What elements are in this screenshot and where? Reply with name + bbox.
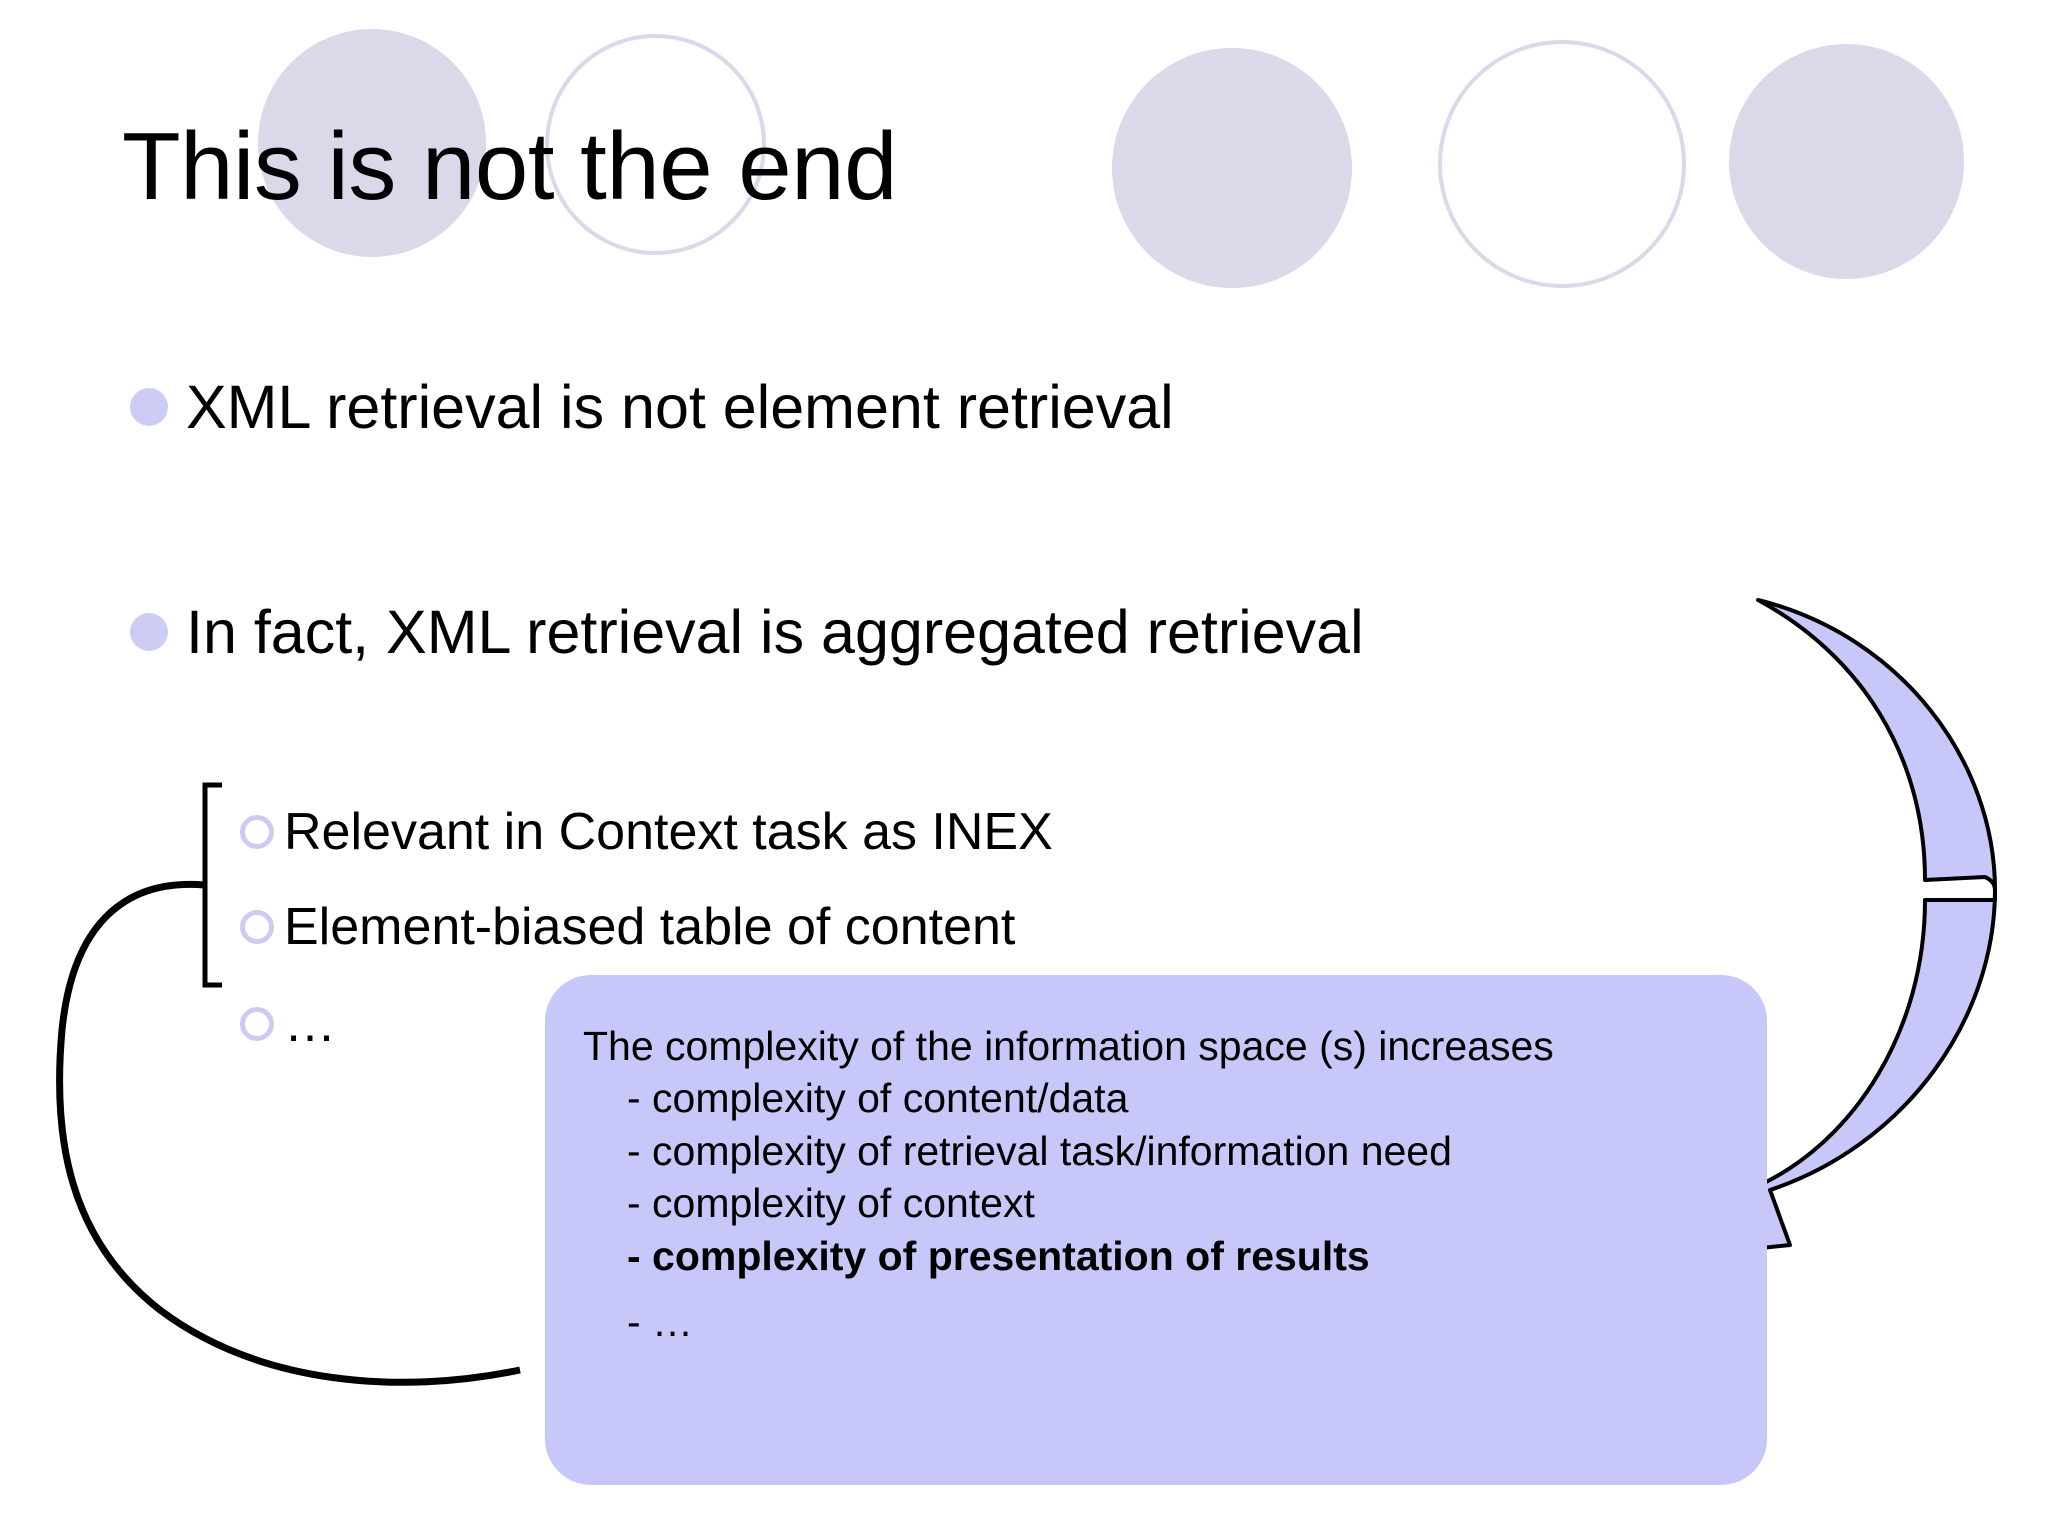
callout-lead-text: The complexity of the information space … [583,1023,1554,1069]
callout-box [545,975,1767,1485]
bullet-item-1: XML retrieval is not element retrieval [130,375,1174,439]
bullet-item-2: In fact, XML retrieval is aggregated ret… [130,600,1364,664]
callout-item-3: - complexity of context [627,1180,1035,1227]
bullet-dot-icon [130,613,168,652]
sub-bullet-label-2: Element-biased table of content [284,898,1016,956]
bullet-ring-icon [240,1007,274,1042]
callout-item-1: - complexity of content/data [627,1075,1129,1122]
connector-curve [56,880,521,1386]
bullet-label-1: XML retrieval is not element retrieval [186,373,1174,441]
decorative-circle-filled-3 [1729,44,1964,279]
bullet-ring-icon [240,910,274,945]
callout-item-2: - complexity of retrieval task/informati… [627,1127,1452,1174]
bullet-label-2: In fact, XML retrieval is aggregated ret… [186,598,1364,666]
decorative-circle-outline-2 [1438,40,1686,288]
slide-title: This is not the end [122,113,897,220]
sub-bullet-item-1: Relevant in Context task as INEX [240,805,1053,860]
grouping-bracket-icon [202,782,222,988]
callout-content: The complexity of the information space … [583,1020,1743,1349]
sub-bullet-item-3: … [240,997,336,1052]
sub-bullet-label-1: Relevant in Context task as INEX [284,803,1053,861]
decorative-circle-filled-2 [1112,48,1352,288]
bullet-dot-icon [130,388,168,427]
callout-item-5: - … [627,1299,694,1346]
callout-item-4: - complexity of presentation of results [627,1232,1370,1279]
decorative-circle-filled-1 [258,29,486,257]
bullet-ring-icon [240,815,274,850]
sub-bullet-item-2: Element-biased table of content [240,900,1015,955]
decorative-circle-outline-1 [545,34,766,255]
sub-bullet-label-3: … [284,995,336,1053]
